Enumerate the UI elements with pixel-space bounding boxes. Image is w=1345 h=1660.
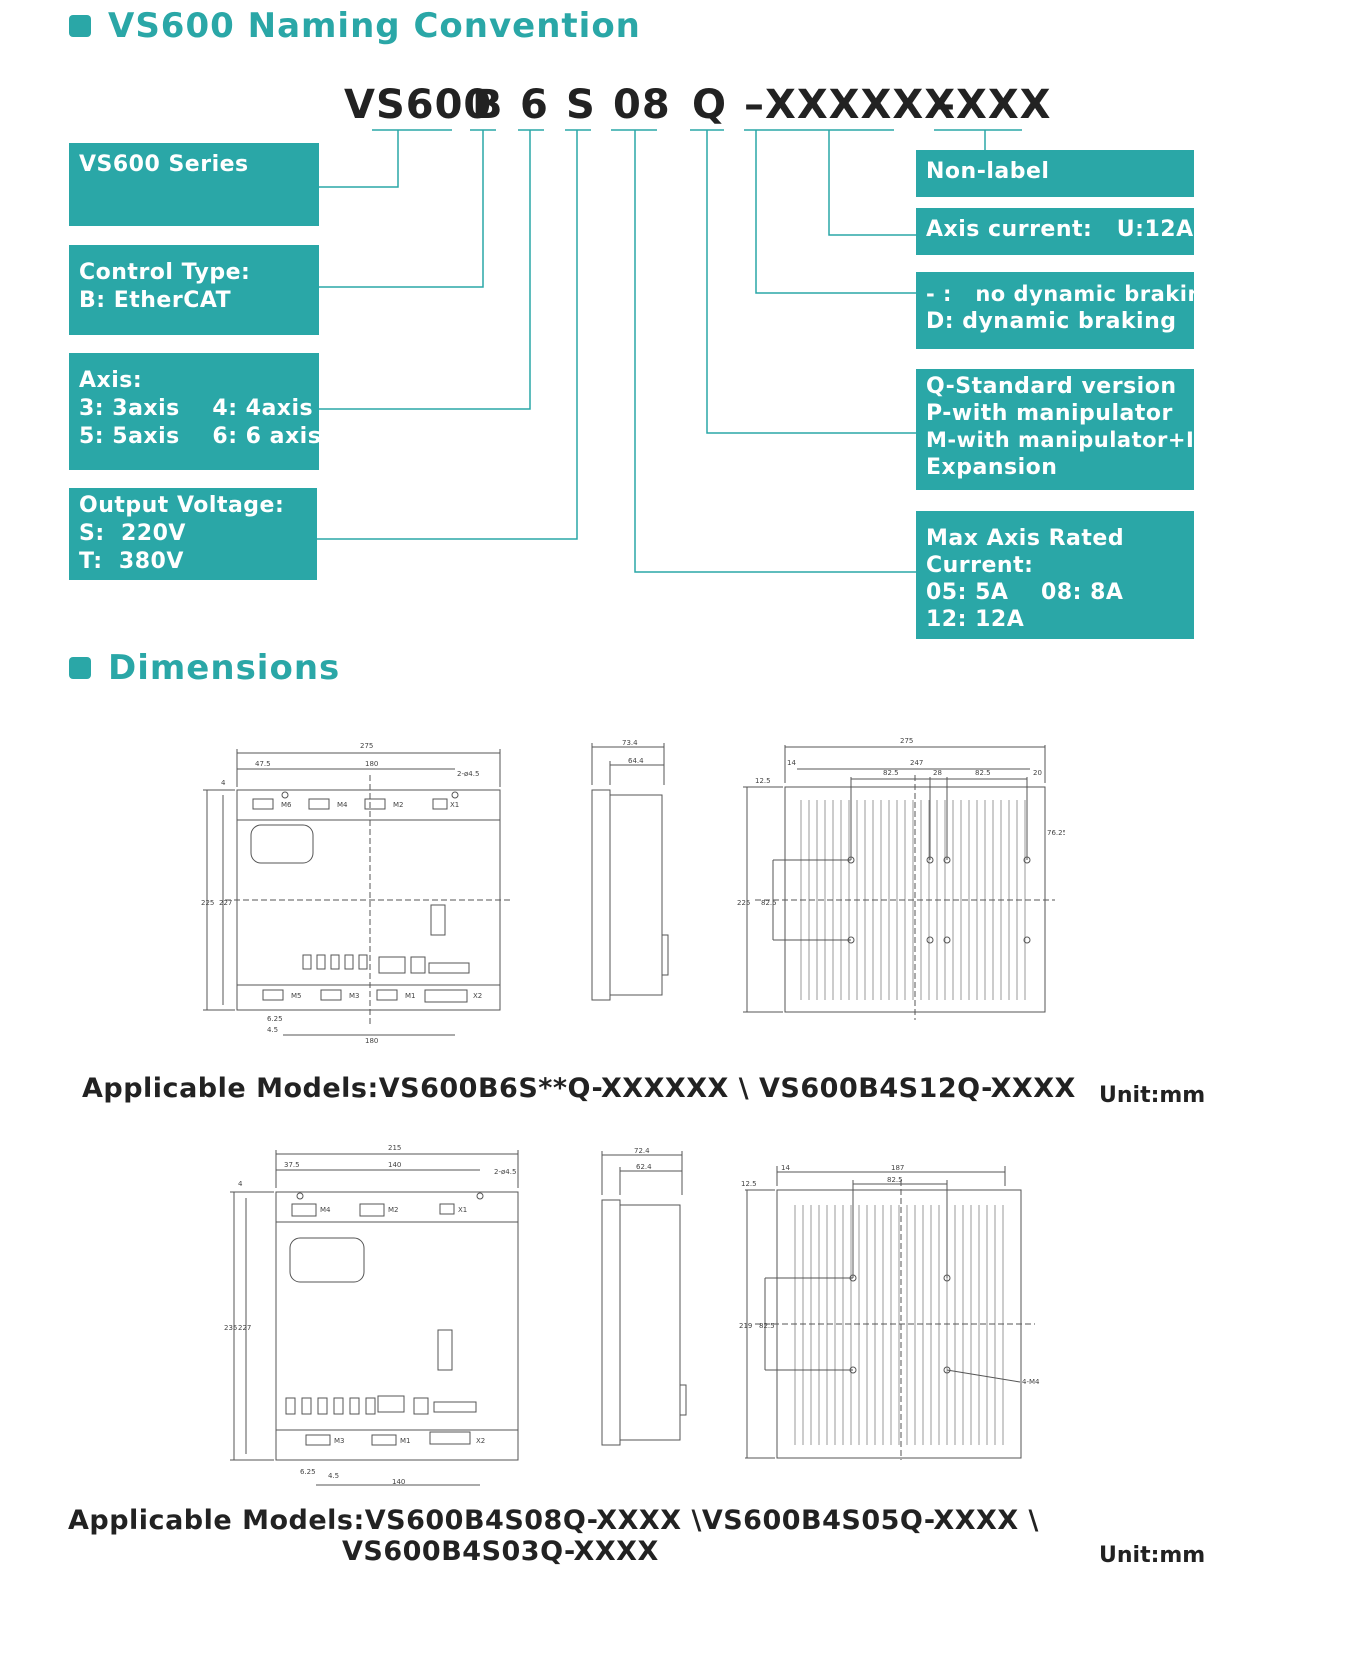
box-control-type: Control Type: B: EtherCAT [69, 245, 319, 335]
svg-text:4: 4 [238, 1180, 243, 1188]
code-part-control: B [472, 82, 504, 128]
svg-text:180: 180 [365, 1037, 378, 1045]
svg-text:M5: M5 [291, 992, 302, 1000]
svg-text:180: 180 [365, 760, 378, 768]
svg-text:14: 14 [781, 1164, 790, 1172]
box-output-voltage: Output Voltage: S: 220V T: 380V [69, 488, 317, 580]
svg-text:227: 227 [219, 899, 232, 907]
svg-text:47.5: 47.5 [255, 760, 271, 768]
svg-text:219: 219 [739, 1322, 752, 1330]
drawing2-unit: Unit:mm [1099, 1543, 1206, 1568]
svg-text:215: 215 [388, 1144, 401, 1152]
drawing2-front-view: 215 37.5 140 2-ø4.5 235 227 4 6.25 4.5 1… [210, 1140, 530, 1490]
drawing2-side-view: 72.4 62.4 [590, 1145, 700, 1455]
box-version: Q-Standard version P-with manipulator M-… [916, 369, 1212, 490]
drawing2-back-view: 187 14 82.5 12.5 219 82.5 4-M4 [735, 1160, 1055, 1460]
svg-text:4.5: 4.5 [328, 1472, 339, 1480]
svg-text:275: 275 [900, 737, 913, 745]
svg-text:187: 187 [891, 1164, 904, 1172]
svg-text:M4: M4 [337, 801, 348, 809]
code-part-label: –XXX [935, 82, 1052, 128]
svg-text:M2: M2 [388, 1206, 399, 1214]
svg-text:225: 225 [201, 899, 214, 907]
box-max-axis-current: Max Axis Rated Current: 05: 5A 08: 8A 12… [916, 511, 1194, 639]
svg-text:12.5: 12.5 [755, 777, 771, 785]
svg-text:140: 140 [392, 1478, 405, 1486]
drawing1-back-view: 275 247 14 82.5 28 82.5 20 12.5 76.25 22… [735, 735, 1067, 1025]
box-axis: Axis: 3: 3axis 4: 4axis 5: 5axis 6: 6 ax… [69, 353, 321, 470]
svg-text:4-M4: 4-M4 [1022, 1378, 1040, 1386]
svg-text:6.25: 6.25 [300, 1468, 316, 1476]
code-part-voltage: S [566, 82, 596, 128]
svg-text:4: 4 [221, 779, 226, 787]
svg-text:247: 247 [910, 759, 923, 767]
svg-text:227: 227 [238, 1324, 251, 1332]
svg-text:72.4: 72.4 [634, 1147, 650, 1155]
naming-connector-lines [317, 129, 1022, 573]
svg-text:X1: X1 [450, 801, 459, 809]
svg-text:82.5: 82.5 [761, 899, 777, 907]
svg-text:M3: M3 [334, 1437, 345, 1445]
box-non-label: Non-label [916, 150, 1194, 197]
code-part-axis: 6 [520, 82, 549, 128]
svg-text:20: 20 [1033, 769, 1042, 777]
svg-text:235: 235 [224, 1324, 237, 1332]
naming-title: VS600 Naming Convention [108, 6, 641, 46]
svg-text:2-ø4.5: 2-ø4.5 [494, 1168, 516, 1176]
drawing2-applicable-models-line2: VS600B4S03Q-XXXX [342, 1536, 659, 1567]
drawing2-applicable-models-line1: Applicable Models:VS600B4S08Q-XXXX \VS60… [68, 1505, 1039, 1536]
svg-text:64.4: 64.4 [628, 757, 644, 765]
code-part-current: 08 [613, 82, 671, 128]
svg-text:76.25: 76.25 [1047, 829, 1065, 837]
svg-text:M4: M4 [320, 1206, 331, 1214]
svg-text:X1: X1 [458, 1206, 467, 1214]
svg-text:82.5: 82.5 [975, 769, 991, 777]
code-part-series: VS600 [344, 82, 493, 128]
section-bullet-dimensions [69, 657, 91, 679]
box-series: VS600 Series [69, 143, 319, 226]
code-part-suffix: –XXXXXX [744, 82, 957, 128]
svg-text:14: 14 [787, 759, 796, 767]
section-bullet-naming [69, 15, 91, 37]
svg-text:M6: M6 [281, 801, 292, 809]
code-part-version: Q [692, 82, 728, 128]
svg-text:M3: M3 [349, 992, 360, 1000]
svg-text:73.4: 73.4 [622, 739, 638, 747]
box-dynamic-braking: - : no dynamic braking D: dynamic brakin… [916, 272, 1218, 349]
svg-text:82.5: 82.5 [887, 1176, 903, 1184]
svg-text:275: 275 [360, 742, 373, 750]
svg-text:28: 28 [933, 769, 942, 777]
svg-text:37.5: 37.5 [284, 1161, 300, 1169]
svg-text:82.5: 82.5 [759, 1322, 775, 1330]
box-axis-current: Axis current: U:12A [916, 208, 1194, 255]
svg-text:140: 140 [388, 1161, 401, 1169]
svg-text:12.5: 12.5 [741, 1180, 757, 1188]
svg-text:62.4: 62.4 [636, 1163, 652, 1171]
dimensions-title: Dimensions [108, 648, 341, 688]
svg-text:82.5: 82.5 [883, 769, 899, 777]
svg-text:M1: M1 [405, 992, 416, 1000]
drawing1-front-view: 275 47.5 180 2-ø4.5 225 227 4 6.25 4.5 1… [195, 735, 525, 1045]
svg-text:X2: X2 [473, 992, 482, 1000]
svg-text:6.25: 6.25 [267, 1015, 283, 1023]
svg-text:225: 225 [737, 899, 750, 907]
svg-text:M1: M1 [400, 1437, 411, 1445]
svg-text:2-ø4.5: 2-ø4.5 [457, 770, 479, 778]
drawing1-side-view: 73.4 64.4 [580, 735, 690, 1025]
svg-text:M2: M2 [393, 801, 404, 809]
svg-text:X2: X2 [476, 1437, 485, 1445]
svg-text:4.5: 4.5 [267, 1026, 278, 1034]
drawing1-unit: Unit:mm [1099, 1083, 1206, 1108]
drawing1-applicable-models: Applicable Models:VS600B6S**Q-XXXXXX \ V… [82, 1073, 1076, 1104]
